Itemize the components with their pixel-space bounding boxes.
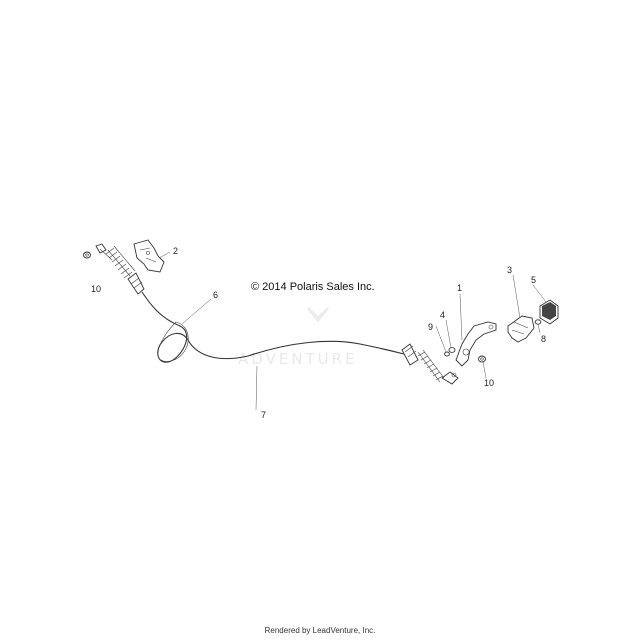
washer[interactable] — [448, 347, 456, 353]
cable-tie-loop[interactable] — [157, 321, 189, 362]
nut-right[interactable] — [478, 355, 486, 363]
leader-lines — [158, 251, 547, 411]
nut-left[interactable] — [83, 251, 91, 259]
watermark-logo: ADVENTURE — [238, 307, 358, 368]
callout-6: 6 — [213, 290, 218, 300]
shift-cable[interactable] — [141, 291, 405, 363]
shift-knob[interactable] — [507, 315, 535, 343]
callout-4: 4 — [440, 310, 445, 320]
cable-end-right[interactable] — [401, 343, 459, 385]
knob-cap[interactable] — [539, 299, 559, 325]
callout-7: 7 — [261, 410, 266, 420]
bracket[interactable] — [133, 239, 165, 273]
callout-9: 9 — [428, 322, 433, 332]
callout-10-left: 10 — [91, 284, 101, 294]
watermark-text: ADVENTURE — [238, 350, 358, 368]
footer-credit: Rendered by LeadVenture, Inc. — [264, 626, 376, 635]
clip-pin[interactable] — [444, 351, 450, 357]
callout-5: 5 — [531, 275, 536, 285]
callout-3: 3 — [507, 265, 512, 275]
callout-1: 1 — [457, 283, 462, 293]
shift-lever[interactable] — [455, 321, 497, 367]
cable-end-left[interactable] — [95, 243, 145, 295]
knob-insert[interactable] — [534, 319, 542, 325]
callout-10-right: 10 — [484, 378, 494, 388]
callout-2: 2 — [173, 246, 178, 256]
copyright-notice: © 2014 Polaris Sales Inc. — [251, 281, 375, 293]
callout-8: 8 — [541, 334, 546, 344]
